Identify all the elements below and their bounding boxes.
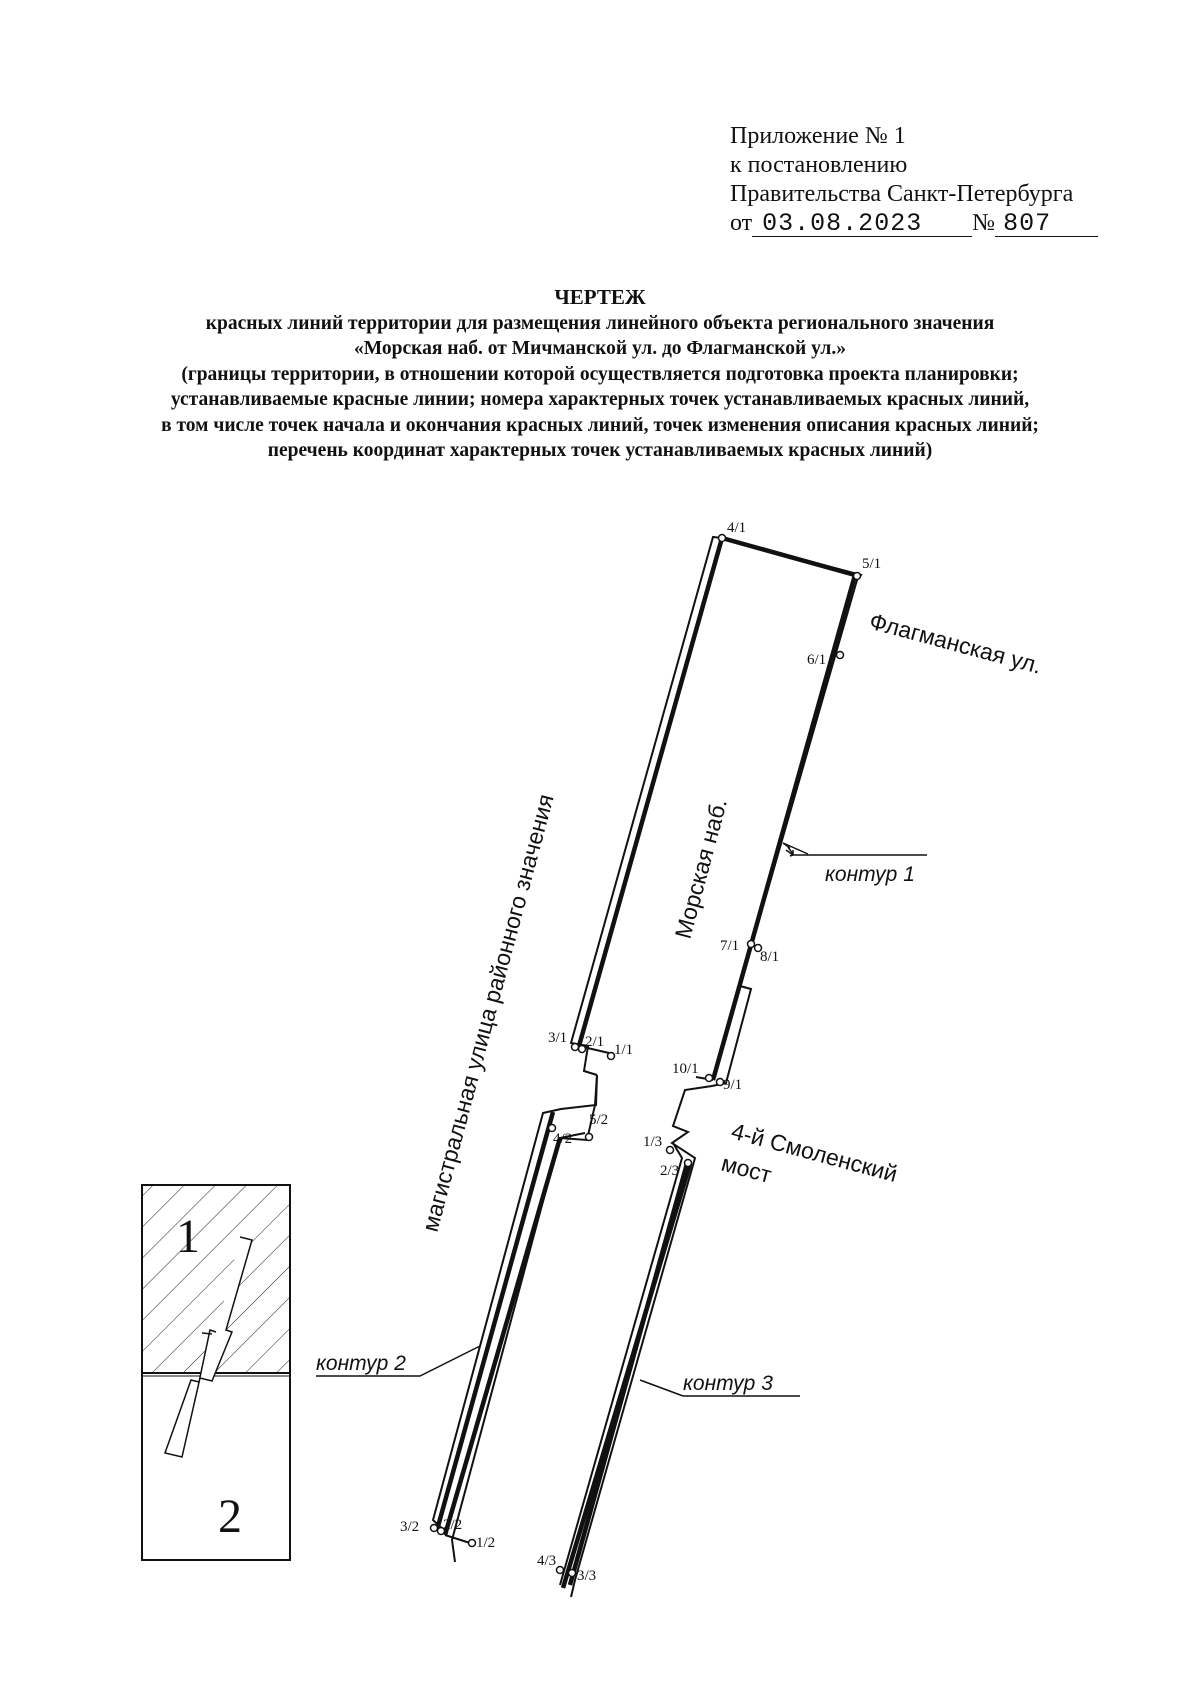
marker-1-3: [665, 1145, 675, 1155]
point-label-7-1: 7/1: [720, 938, 739, 954]
point-label-1-1: 1/1: [614, 1042, 633, 1058]
marker-5-2: [584, 1132, 594, 1142]
contour-2-boundary: [431, 1074, 598, 1563]
point-label-4-1: 4/1: [727, 520, 746, 536]
key-map-sheet-1: 1: [176, 1210, 200, 1263]
key-map: 1 2: [141, 1184, 291, 1561]
point-label-3-3: 3/3: [577, 1568, 596, 1584]
number-prefix: №: [972, 210, 996, 236]
heading-line-3: (границы территории, в отношении которой…: [181, 363, 1019, 385]
marker-6-1: [835, 650, 845, 660]
street-label-flagmanskaya: Флагманская ул.: [867, 608, 1045, 679]
point-label-4-2: 4/2: [553, 1131, 572, 1147]
marker-2-1: [577, 1044, 587, 1054]
drawing-heading: ЧЕРТЕЖ красных линий территории для разм…: [80, 285, 1120, 464]
key-map-sheet-2: 2: [218, 1490, 242, 1543]
point-label-1-2: 1/2: [476, 1535, 495, 1551]
heading-line-2: «Морская наб. от Мичманской ул. до Флагм…: [354, 338, 846, 359]
contour-3-boundary: [559, 1085, 713, 1598]
marker-1-2: [467, 1538, 477, 1548]
heading-line-4: устанавливаемые красные линии; номера ха…: [170, 389, 1030, 410]
heading-line-5: в том числе точек начала и окончания кра…: [161, 414, 1039, 436]
point-label-5-1: 5/1: [862, 556, 881, 572]
marker-7-1: [746, 939, 756, 949]
appendix-block: Приложение № 1 к постановлению Правитель…: [730, 122, 1099, 238]
appendix-line-1: Приложение № 1: [730, 123, 906, 149]
contour-leaders: [316, 842, 927, 1397]
from-prefix: от: [730, 210, 753, 236]
decree-date: 03.08.2023: [752, 211, 973, 237]
marker-10-1: [704, 1073, 714, 1083]
contour-label-3: контур 3: [683, 1372, 773, 1395]
marker-2-3: [683, 1158, 693, 1168]
point-label-3-2: 3/2: [400, 1519, 419, 1535]
bridge-label-line-2: мост: [719, 1150, 775, 1188]
point-label-10-1: 10/1: [672, 1061, 699, 1077]
point-markers: [429, 533, 862, 1578]
heading-title: ЧЕРТЕЖ: [554, 285, 646, 309]
marker-5-1: [852, 571, 862, 581]
point-label-1-3: 1/3: [643, 1134, 662, 1150]
appendix-line-3: Правительства Санкт-Петербурга: [730, 181, 1074, 207]
heading-line-6: перечень координат характерных точек уст…: [267, 440, 933, 461]
marker-1-1: [606, 1051, 616, 1061]
contour-2-redline: [444, 1132, 586, 1544]
point-label-2-3: 2/3: [660, 1163, 679, 1179]
marker-8-1: [753, 943, 763, 953]
marker-3-3: [567, 1568, 577, 1578]
decree-number: 807: [995, 211, 1099, 237]
point-labels: 4/1 5/1 6/1 7/1 8/1 10/1 9/1 3/1 2/1 1/1…: [400, 520, 881, 1584]
street-label-morskaya: Морская наб.: [670, 796, 732, 942]
point-label-2-1: 2/1: [585, 1034, 604, 1050]
street-labels: Флагманская ул. Морская наб. магистральн…: [417, 608, 1045, 1235]
point-label-3-1: 3/1: [548, 1030, 567, 1046]
marker-2-2: [436, 1526, 446, 1536]
contour-label-1: контур 1: [825, 863, 915, 886]
marker-3-2: [429, 1523, 439, 1533]
marker-4-3: [555, 1565, 565, 1575]
point-label-5-2: 5/2: [589, 1112, 608, 1128]
marker-4-2: [547, 1123, 557, 1133]
marker-3-1: [570, 1042, 580, 1052]
marker-4-1: [717, 533, 727, 543]
contour-label-2: контур 2: [316, 1352, 406, 1375]
marker-9-1: [715, 1077, 725, 1087]
appendix-line-2: к постановлению: [730, 152, 908, 178]
point-label-4-3: 4/3: [537, 1553, 556, 1569]
point-label-2-2: 2/2: [443, 1517, 462, 1533]
point-label-8-1: 8/1: [760, 949, 779, 965]
heading-line-1: красных линий территории для размещения …: [205, 312, 995, 334]
point-label-9-1: 9/1: [723, 1077, 742, 1093]
contour-labels: контур 1 контур 2 контур 3: [316, 863, 915, 1395]
point-label-6-1: 6/1: [807, 652, 826, 668]
